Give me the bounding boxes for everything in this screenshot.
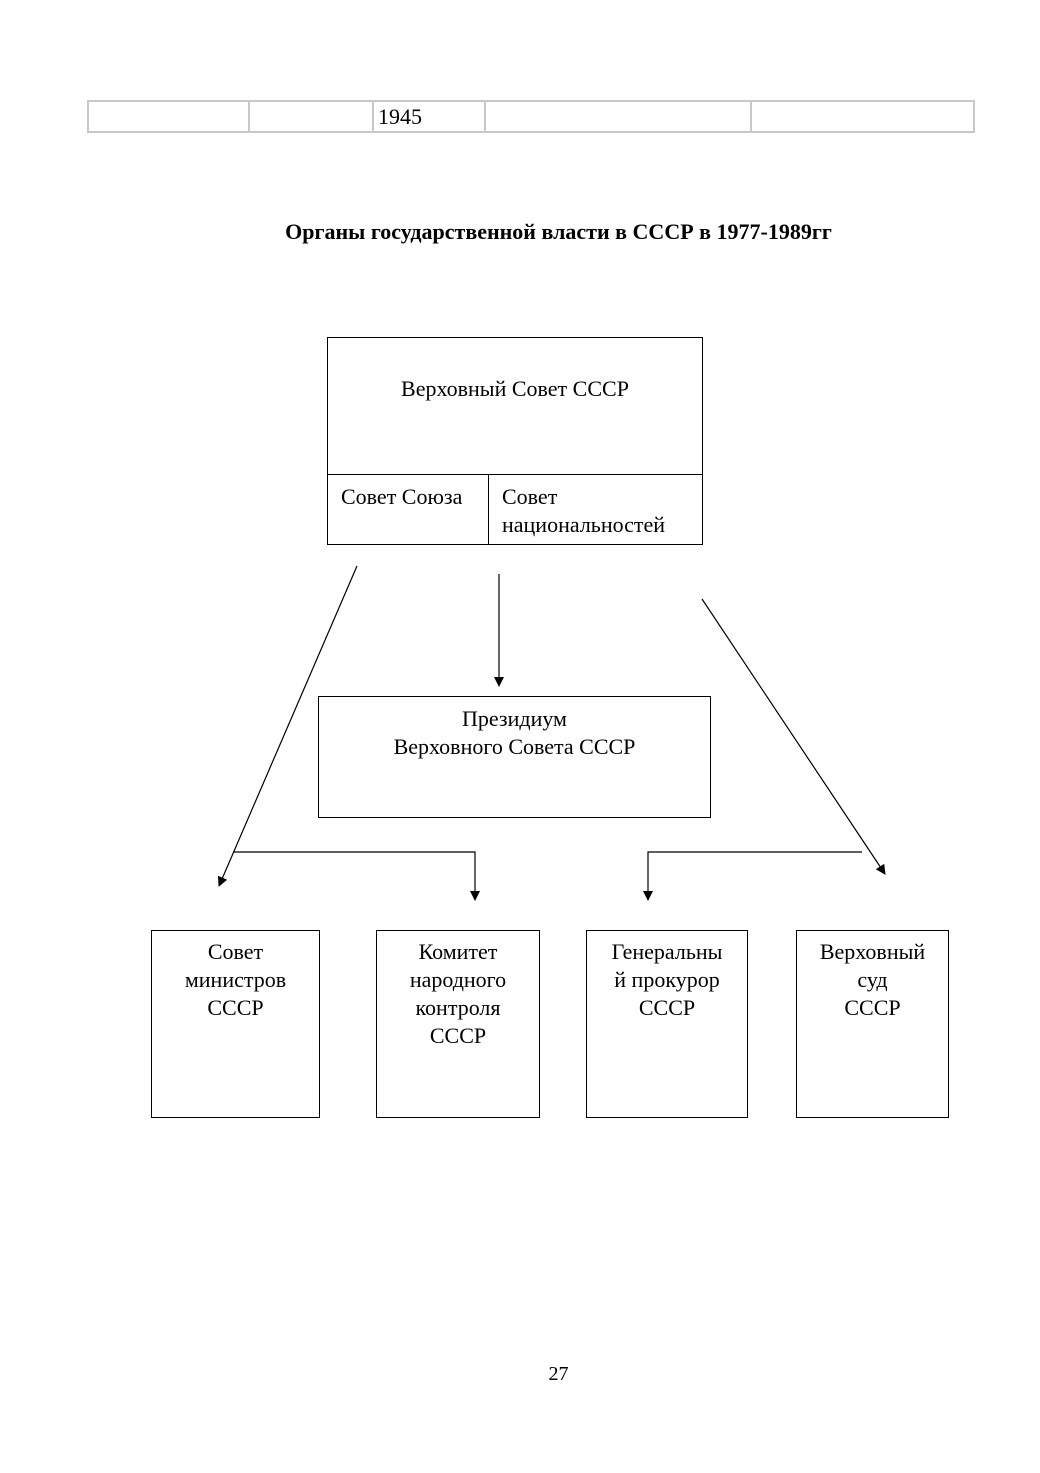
table-cell bbox=[248, 100, 374, 133]
body-label-line: СССР bbox=[429, 1023, 487, 1048]
supreme-court-label: Верховный суд СССР bbox=[797, 938, 948, 1022]
chamber-divider-horizontal bbox=[328, 474, 702, 475]
presidium-line2: Верховного Совета СССР bbox=[393, 734, 636, 759]
diagram-title: Органы государственной власти в СССР в 1… bbox=[285, 219, 832, 244]
body-label-line: Генеральны bbox=[611, 939, 723, 964]
supreme-soviet-box: Верховный Совет СССР Совет Союза Совет н… bbox=[327, 337, 703, 545]
body-label-line: министров bbox=[184, 967, 287, 992]
arrow-to-supreme-court bbox=[701, 598, 886, 875]
table-cell-year: 1945 bbox=[372, 100, 486, 133]
body-label-line: Комитет bbox=[418, 939, 498, 964]
body-label-line: контроля bbox=[415, 995, 501, 1020]
arrow-to-people-control bbox=[233, 851, 480, 901]
chamber-divider-vertical bbox=[488, 474, 489, 544]
table-cell bbox=[87, 100, 250, 133]
body-label-line: Совет bbox=[207, 939, 264, 964]
presidium-box: Президиум Верховного Совета СССР bbox=[318, 696, 711, 818]
chamber-council-of-union: Совет Союза bbox=[341, 484, 463, 509]
prosecutor-general-box: Генеральны й прокурор СССР bbox=[586, 930, 748, 1118]
chamber-council-of-nationalities-line2: национальностей bbox=[502, 512, 666, 537]
council-of-ministers-box: Совет министров СССР bbox=[151, 930, 320, 1118]
arrow-to-prosecutor bbox=[643, 851, 862, 901]
top-table: 1945 bbox=[87, 100, 975, 133]
supreme-soviet-title: Верховный Совет СССР bbox=[401, 376, 629, 401]
arrow-to-council-of-ministers bbox=[217, 565, 358, 887]
body-label-line: СССР bbox=[638, 995, 696, 1020]
presidium-line1: Президиум bbox=[462, 706, 567, 731]
body-label-line: Верховный bbox=[819, 939, 926, 964]
page-number: 27 bbox=[548, 1363, 569, 1385]
table-cell bbox=[484, 100, 752, 133]
body-label-line: СССР bbox=[207, 995, 264, 1020]
table-cell bbox=[750, 100, 975, 133]
people-control-committee-label: Комитет народного контроля СССР bbox=[377, 938, 539, 1050]
people-control-committee-box: Комитет народного контроля СССР bbox=[376, 930, 540, 1118]
body-label-line: СССР bbox=[844, 995, 901, 1020]
body-label-line: народного bbox=[409, 967, 507, 992]
chamber-council-of-nationalities-line1: Совет bbox=[502, 484, 558, 509]
body-label-line: суд bbox=[857, 967, 888, 992]
table-row: 1945 bbox=[87, 100, 975, 133]
body-label-line: й прокурор bbox=[614, 967, 720, 992]
council-of-ministers-label: Совет министров СССР bbox=[152, 938, 319, 1022]
supreme-court-box: Верховный суд СССР bbox=[796, 930, 949, 1118]
prosecutor-general-label: Генеральны й прокурор СССР bbox=[587, 938, 747, 1022]
